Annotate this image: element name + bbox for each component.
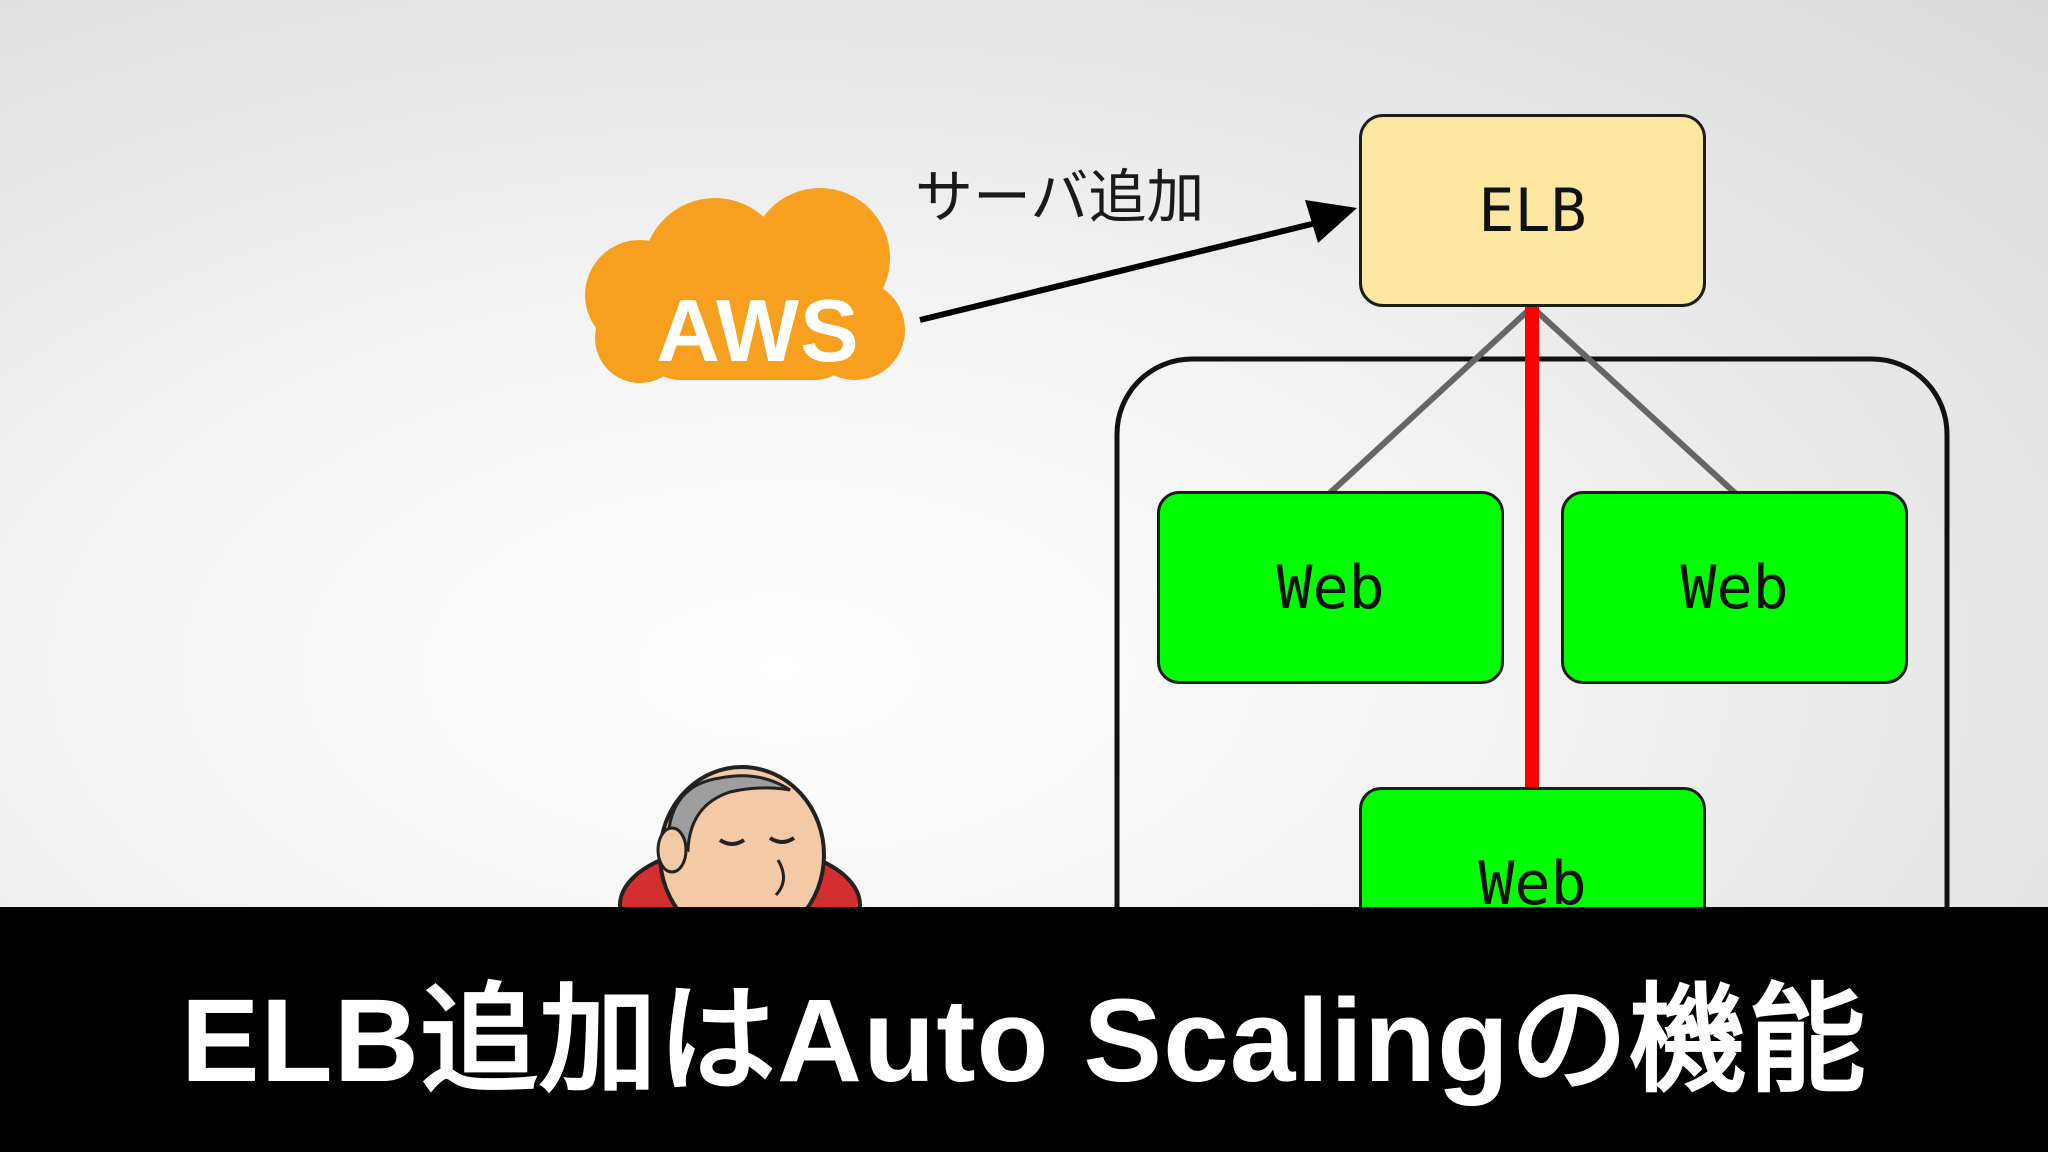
web-server-box-left: Web bbox=[1157, 491, 1504, 684]
caption-bar: ELB追加はAuto Scalingの機能 bbox=[0, 907, 2048, 1152]
web-server-label: Web bbox=[1680, 552, 1789, 623]
elb-box: ELB bbox=[1359, 114, 1706, 307]
add-server-arrow bbox=[919, 219, 1321, 323]
connector-elb-web-right bbox=[1529, 304, 1738, 496]
add-server-label: サーバ追加 bbox=[915, 163, 1205, 231]
caption-text: ELB追加はAuto Scalingの機能 bbox=[180, 975, 1868, 1107]
connector-elb-web-left bbox=[1327, 304, 1535, 496]
aws-logo-text: AWS bbox=[656, 281, 860, 380]
elb-label: ELB bbox=[1478, 175, 1587, 246]
arrow-head bbox=[1305, 200, 1357, 243]
web-server-box-right: Web bbox=[1561, 491, 1908, 684]
aws-cloud-icon bbox=[585, 188, 905, 383]
web-server-label: Web bbox=[1478, 848, 1587, 919]
web-server-label: Web bbox=[1276, 552, 1385, 623]
